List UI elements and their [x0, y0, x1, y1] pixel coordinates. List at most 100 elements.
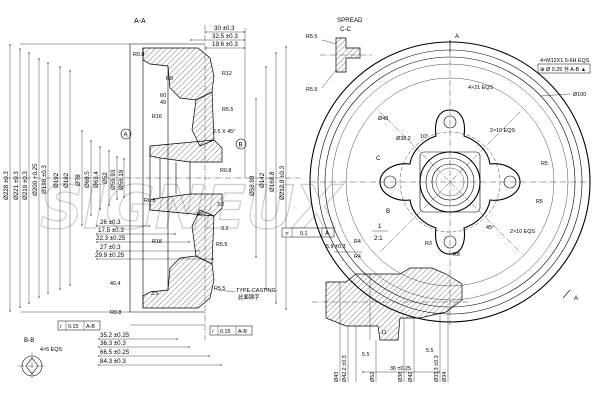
dim-d38-2: Ø38.2: [396, 136, 411, 142]
ang-45: 45°: [486, 225, 494, 231]
lbl-r12: R12: [222, 71, 232, 77]
tolerance-frame-3: / 0.15 A-B: [209, 325, 253, 336]
view-arrow-a-top: A: [455, 33, 460, 40]
section-bb-view: B-B 4×5 EQS: [18, 337, 62, 380]
section-bb-label: B-B: [24, 337, 34, 344]
thread-callout: 4×M12X1.5-6H EQS: [540, 58, 590, 64]
eqs-2x10-a: 2×10 EQS: [490, 128, 515, 134]
lbl-r5-b: R5: [536, 199, 543, 205]
detail-number: 1: [378, 223, 382, 230]
tolerance-frame-1: ⌭ 0.1 A: [281, 227, 335, 238]
det-dim-r3: R3: [425, 241, 432, 247]
lbl-chamfer: 2.5 X 45°: [213, 129, 235, 135]
dim-d56-19: Ø56.19: [118, 169, 125, 190]
dim-d212-8: Ø212.8 ±0.3: [279, 165, 286, 200]
svg-text:⌭: ⌭: [285, 231, 289, 237]
lbl-r5-5-cc-top: R5.5: [306, 34, 317, 40]
svg-text:A-B: A-B: [238, 329, 247, 335]
lbl-r16: R16: [152, 114, 162, 120]
lbl-r08-hub: R0.8: [144, 198, 155, 204]
lbl-40-4: 40.4: [110, 281, 121, 287]
det-dim-r8: R8: [453, 252, 460, 258]
dim-d228: Ø228 ±0.3: [3, 171, 10, 200]
det-dim-5-9: 5.9 ±0.3: [326, 244, 345, 250]
svg-text:/: /: [60, 324, 62, 330]
position-tolerance: ⊕ Ø 0.25 Ⓜ A-B ▲: [540, 65, 586, 73]
lbl-r08-mid: R0.8: [220, 168, 231, 174]
det-dim-d52: Ø52: [370, 372, 376, 382]
lbl-49: 49: [160, 100, 166, 106]
dim-d182: Ø182: [63, 172, 70, 188]
dim-d68-5: Ø68.5: [84, 171, 91, 188]
dim-27: 27 ±0.3: [100, 244, 121, 251]
dim-22-3: 22.3 ±0.25: [96, 235, 126, 242]
eqs-4x21: 4×21 EQS: [468, 85, 493, 91]
dim-84-3: 84.3 ±0.3: [100, 358, 126, 365]
dim-30: 30 ±0.3: [214, 25, 235, 32]
det-dim-11: 11: [381, 330, 387, 336]
det-dim-5-5b: 5.5: [426, 348, 434, 354]
det-dim-d42: Ø42: [408, 372, 414, 382]
dim-d48: Ø48: [378, 116, 388, 122]
lbl-60: 60: [160, 93, 166, 99]
section-radius-labels: R0.8 R9 60 49 R12 R5.5 R16 2.5 X 45° R0.…: [110, 52, 235, 316]
left-diameter-labels: Ø228 ±0.3 Ø221 ±0.3 Ø219 ±0.3 Ø200 +0.25…: [3, 163, 125, 200]
det-dim-36: 36 ±0.25: [390, 366, 411, 372]
svg-text:/: /: [212, 329, 214, 335]
lbl-r9: R9: [166, 76, 173, 82]
lbl-r5-5-low: R5.5: [214, 286, 225, 292]
lbl-r5-5-cc-bot: R5.5: [306, 87, 317, 93]
dim-36-3: 36.3 ±0.3: [100, 340, 126, 347]
dim-29-9: 29.9 ±0.25: [95, 252, 125, 259]
svg-text:A-B: A-B: [86, 324, 95, 330]
dim-d78: Ø78: [75, 174, 82, 186]
view-arrow-a-bottom: A: [574, 295, 579, 302]
det-dim-d42-2: Ø42.2 ±0.3: [342, 355, 348, 382]
eqs-4x5: 4×5 EQS: [40, 347, 62, 353]
det-dim-d33-3: Ø33.3 ±0.3: [434, 355, 440, 382]
lbl-r08-bot: R0.8: [110, 310, 121, 316]
dim-d142: Ø142: [259, 172, 266, 188]
casting-note: TYPE-CASTING: [236, 288, 276, 294]
dim-d200: Ø200 +0.25: [32, 163, 39, 196]
detail-scale: 2:1: [374, 235, 383, 242]
svg-text:A: A: [325, 231, 329, 237]
section-aa-label: A-A: [134, 18, 146, 25]
detail-1-view: 1 2:1 5.9 ±0.3 R4 R4 R3 R8 11 5.5 5.5 36…: [312, 223, 470, 382]
det-dim-d43: Ø43: [334, 372, 340, 382]
dim-66-5: 66.5 ±0.25: [100, 349, 130, 356]
dim-d221: Ø221 ±0.3: [13, 171, 20, 200]
lbl-r5-5-bot: R5.5: [216, 242, 227, 248]
lbl-10deg: 10°: [196, 212, 204, 218]
det-dim-d34: Ø34: [442, 372, 448, 382]
lbl-3-5: 3.5: [151, 291, 159, 297]
dim-d100: Ø100: [573, 92, 586, 98]
front-view: A A C B 4×M12X1.5-6H EQS ⊕ Ø 0.25 Ⓜ A-B …: [309, 33, 591, 325]
det-dim-r4-a: R4: [354, 239, 361, 245]
view-arrow-c: C: [376, 155, 381, 162]
datum-circle-b: B: [239, 142, 243, 149]
casting-note-cn: 此面铸字: [238, 293, 260, 301]
view-arrow-b: B: [386, 208, 390, 215]
svg-text:0.1: 0.1: [300, 231, 308, 237]
lbl-3-2b: 3.2: [221, 226, 229, 232]
lbl-3-2a: 3.2: [217, 202, 225, 208]
det-dim-d38: Ø38: [398, 372, 404, 382]
lbl-r5-5: R5.5: [222, 107, 233, 113]
lbl-r5-a: R5: [541, 161, 548, 167]
dim-d59-93: Ø59.93: [110, 169, 117, 190]
svg-text:0.15: 0.15: [68, 324, 79, 330]
ang-10: 10°: [420, 134, 428, 140]
det-dim-r4-b: R4: [354, 254, 361, 260]
dim-35-2: 35.2 ±0.25: [100, 332, 130, 339]
dim-32-5: 32.5 ±0.3: [212, 33, 238, 40]
dim-d192: Ø192: [53, 172, 60, 188]
eqs-2x10-b: 2×10 EQS: [510, 229, 535, 235]
section-aa-view: A-A: [3, 18, 335, 366]
dim-d198: Ø198 ±0.3: [41, 165, 48, 194]
dim-17-5: 17.5 ±0.3: [98, 227, 124, 234]
det-dim-5-5a: 5.5: [362, 352, 370, 358]
lbl-r18: R18: [152, 239, 162, 245]
section-cc-view: SPREAD C-C R5.5 R5.5: [306, 17, 372, 93]
